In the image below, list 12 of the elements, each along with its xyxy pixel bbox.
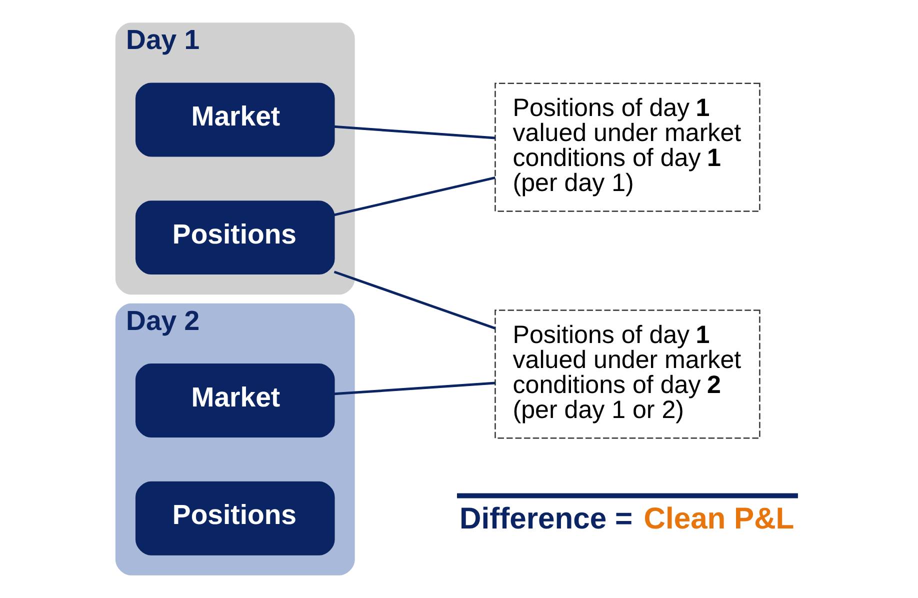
node-box: Market: [134, 82, 334, 157]
node-box: Positions of day 1 valued under market conditions of day 1 (per day 1): [494, 82, 760, 212]
connector: [333, 270, 496, 330]
label: Difference =: [459, 502, 632, 536]
connector: [334, 125, 495, 140]
node-box: Market: [134, 364, 334, 438]
label: Clean P&L: [643, 502, 794, 536]
connector: [333, 176, 495, 216]
node-box: Positions: [134, 200, 334, 275]
node-box: Positions of day 1 valued under market conditions of day 2 (per day 1 or 2): [494, 310, 760, 439]
node-box: Positions: [134, 481, 334, 556]
connector: [334, 382, 495, 396]
